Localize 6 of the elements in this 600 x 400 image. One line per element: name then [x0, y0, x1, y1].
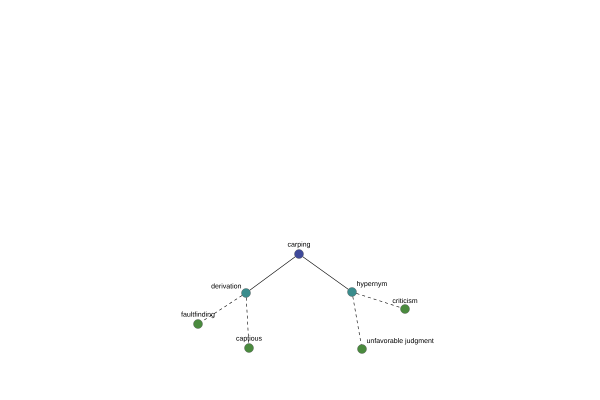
connector-line	[202, 295, 242, 322]
connector-line	[249, 256, 296, 291]
connector-line	[356, 293, 401, 308]
connector-line	[302, 256, 348, 290]
connector-line	[352, 296, 362, 345]
connector-line	[246, 297, 250, 344]
